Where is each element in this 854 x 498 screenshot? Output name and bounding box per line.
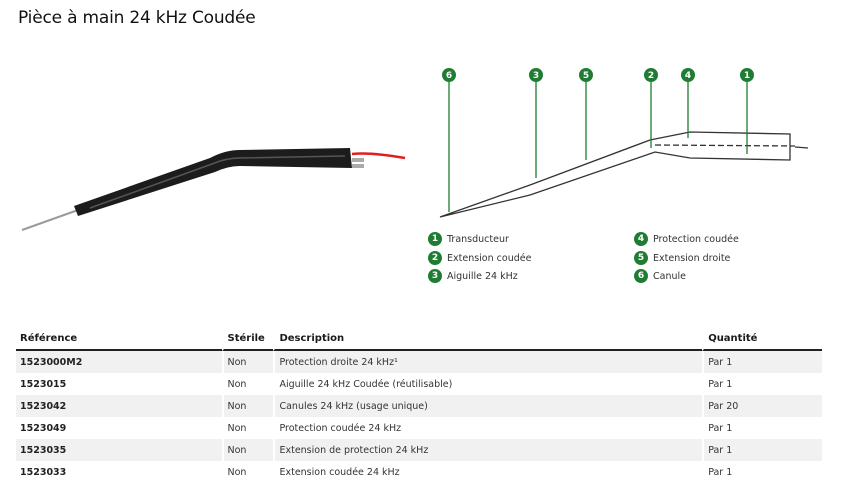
handpiece-diagram: 6 3 5 2 4 1	[439, 68, 809, 218]
cell-sterile: Non	[221, 351, 274, 373]
diagram-callouts: 6 3 5 2 4 1	[442, 68, 754, 82]
cell-description: Protection coudée 24 kHz	[273, 417, 702, 439]
table-row: 1523035 Non Extension de protection 24 k…	[16, 439, 822, 461]
table-row: 1523000M2 Non Protection droite 24 kHz¹ …	[16, 351, 822, 373]
callout-6	[442, 68, 456, 82]
legend-item: 4 Protection coudée	[634, 232, 739, 246]
cell-reference: 1523049	[20, 422, 67, 434]
svg-text:2: 2	[648, 71, 654, 81]
cell-sterile: Non	[221, 395, 274, 417]
cell-sterile: Non	[221, 439, 274, 461]
cell-quantity: Par 1	[702, 351, 822, 373]
svg-text:1: 1	[744, 71, 750, 81]
number-badge-icon: 6	[634, 269, 648, 283]
number-badge-icon: 2	[428, 251, 442, 265]
cell-reference: 1523000M2	[16, 351, 222, 373]
cell-sterile: Non	[221, 461, 274, 483]
number-badge-icon: 1	[428, 232, 442, 246]
cell-quantity: Par 1	[702, 373, 822, 395]
table-row: 1523042 Non Canules 24 kHz (usage unique…	[16, 395, 822, 417]
cell-quantity: Par 1	[702, 439, 822, 461]
legend-item: 6 Canule	[634, 269, 686, 283]
cell-sterile: Non	[221, 373, 274, 395]
legend-item: 1 Transducteur	[428, 232, 509, 246]
table-header-row: Référence Stérile Description Quantité	[16, 329, 822, 351]
cell-description: Protection droite 24 kHz¹	[273, 351, 703, 373]
number-badge-icon: 5	[634, 251, 648, 265]
table-row: 1523049 Non Protection coudée 24 kHz Par…	[16, 417, 822, 439]
legend-item: 5 Extension droite	[634, 251, 730, 265]
svg-text:4: 4	[685, 71, 691, 81]
table-row: 1523015 Non Aiguille 24 kHz Coudée (réut…	[16, 373, 822, 395]
svg-text:5: 5	[583, 71, 589, 81]
header-sterile: Stérile	[221, 329, 274, 351]
callout-1	[740, 68, 754, 82]
cell-description: Extension coudée 24 kHz	[273, 461, 702, 483]
cell-sterile: Non	[221, 417, 274, 439]
cell-reference: 1523042	[16, 395, 222, 417]
cell-reference: 1523035	[16, 439, 222, 461]
callout-2	[644, 68, 658, 82]
cell-description: Aiguille 24 kHz Coudée (réutilisable)	[273, 373, 702, 395]
svg-text:6: 6	[446, 71, 452, 81]
number-badge-icon: 3	[428, 269, 442, 283]
callout-3	[529, 68, 543, 82]
callout-4	[681, 68, 695, 82]
reference-table: Référence Stérile Description Quantité 1…	[16, 329, 822, 483]
header-reference: Référence	[16, 329, 222, 351]
cell-reference: 1523033	[20, 466, 67, 478]
cell-reference: 1523015	[20, 378, 67, 390]
legend-item: 2 Extension coudée	[428, 251, 531, 265]
cell-quantity: Par 20	[702, 395, 822, 417]
diagram-legend: 1 Transducteur 2 Extension coudée 3 Aigu…	[428, 232, 828, 292]
page-title: Pièce à main 24 kHz Coudée	[18, 8, 256, 28]
header-description: Description	[273, 329, 703, 351]
header-quantity: Quantité	[702, 329, 822, 351]
handpiece-photo	[21, 148, 406, 231]
cell-quantity: Par 1	[702, 417, 822, 439]
callout-5	[579, 68, 593, 82]
legend-item: 3 Aiguille 24 kHz	[428, 269, 518, 283]
cell-description: Canules 24 kHz (usage unique)	[273, 395, 703, 417]
cell-description: Extension de protection 24 kHz	[273, 439, 703, 461]
number-badge-icon: 4	[634, 232, 648, 246]
svg-text:3: 3	[533, 71, 539, 81]
cell-quantity: Par 1	[702, 461, 822, 483]
table-row: 1523033 Non Extension coudée 24 kHz Par …	[16, 461, 822, 483]
